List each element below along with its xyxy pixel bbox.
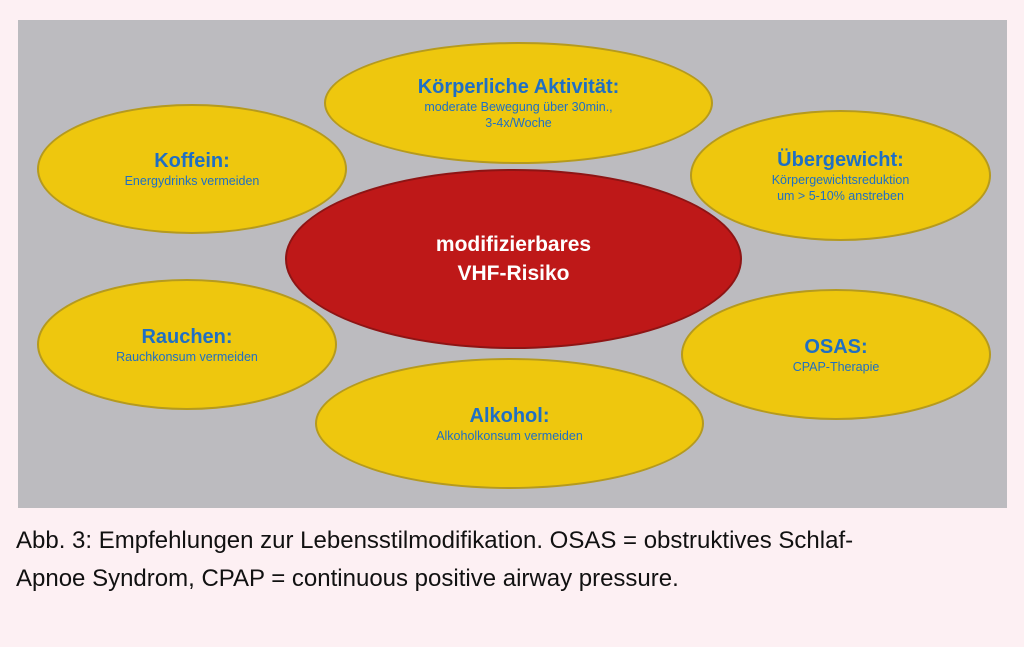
caption-line: Abb. 3: Empfehlungen zur Lebensstilmodif… [16,527,854,554]
center-risk: modifizierbares VHF-Risiko [285,169,742,349]
factor-text: Energydrinks vermeiden [124,174,260,188]
factor-title: Alkohol: [469,404,550,427]
factor-uebergewicht: Übergewicht: Körpergewichtsreduktion um … [690,110,991,241]
factor-koffein: Koffein: Energydrinks vermeiden [37,104,347,234]
figure-caption: Abb. 3: Empfehlungen zur Lebensstilmodif… [16,522,1016,598]
factor-title: Koffein: [154,150,230,172]
factor-text: Rauchkonsum vermeiden [116,349,258,364]
center-text: modifizierbares [435,233,592,256]
center-text: VHF-Risiko [457,262,570,285]
factor-alkohol: Alkohol: Alkoholkonsum vermeiden [315,358,704,489]
factor-title: Rauchen: [141,325,233,348]
caption-line: Apnoe Syndrom, CPAP = continuous positiv… [16,565,679,592]
factor-text: moderate Bewegung über 30min., [424,100,613,114]
factor-text: 3-4x/Woche [485,116,552,130]
factor-osas: OSAS: CPAP-Therapie [681,289,991,420]
factor-text: CPAP-Therapie [792,359,880,374]
factor-rauchen: Rauchen: Rauchkonsum vermeiden [37,279,337,410]
factor-text: um > 5-10% anstreben [777,188,904,203]
factor-text: Alkoholkonsum vermeiden [436,428,583,443]
factor-koerperliche-aktivitaet: Körperliche Aktivität: moderate Bewegung… [324,42,713,164]
factor-title: Übergewicht: [777,148,904,171]
factor-title: OSAS: [804,335,868,358]
factor-title: Körperliche Aktivität: [417,76,620,98]
factor-text: Körpergewichtsreduktion [771,172,910,187]
